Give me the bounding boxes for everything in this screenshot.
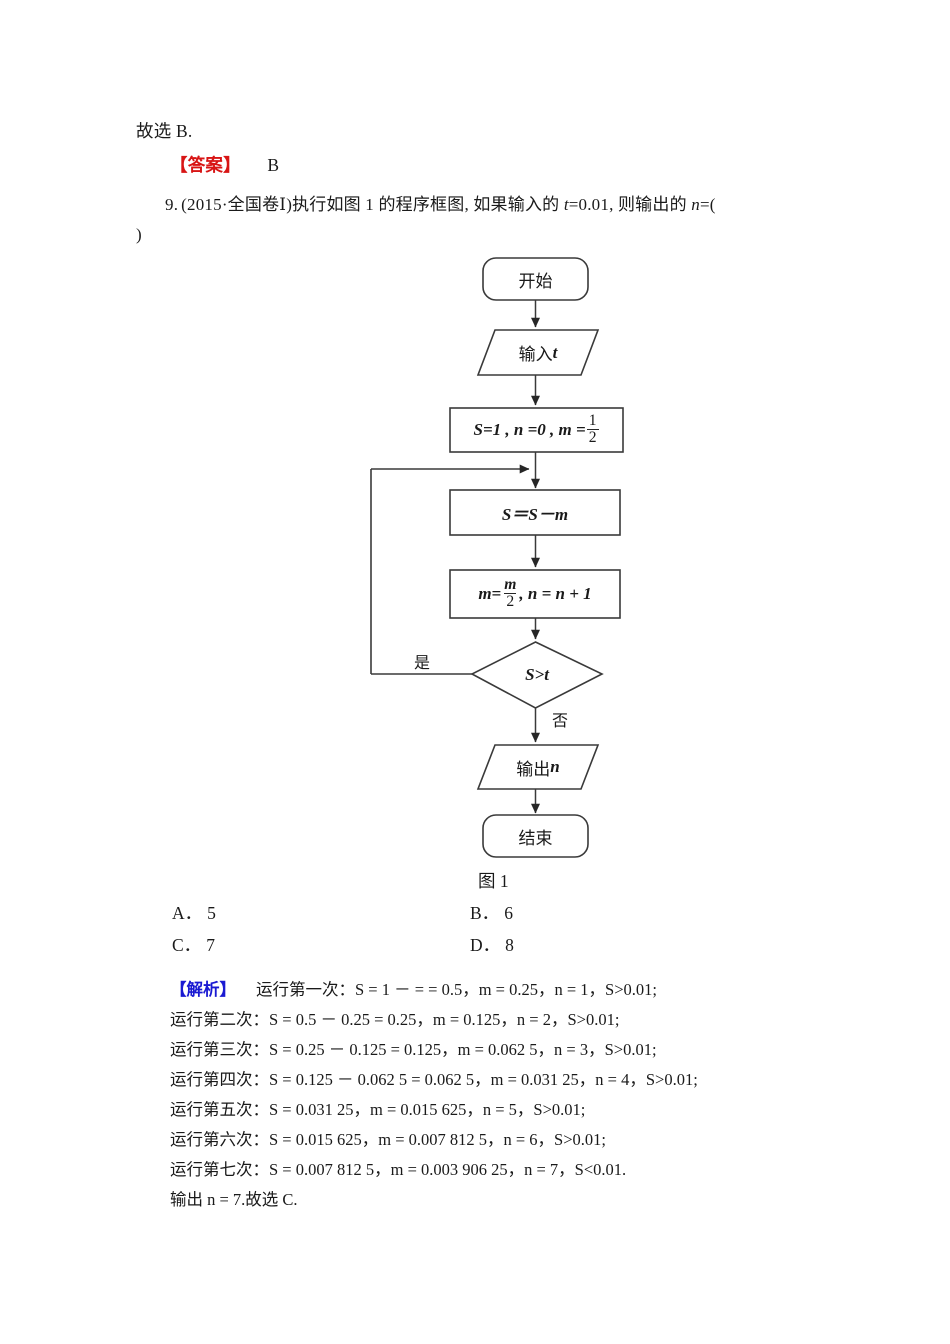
option-c-value: 7	[206, 935, 215, 955]
node-decision-shape	[470, 641, 604, 709]
question-text-3: =(	[699, 195, 716, 214]
branch-label-yes: 是	[414, 655, 431, 672]
option-d-value: 8	[505, 935, 514, 955]
question-number: 9.	[165, 195, 179, 214]
question-var-t: t	[563, 195, 569, 214]
node-input-shape	[476, 329, 600, 376]
question-line: 9.(2015·全国卷Ⅰ)执行如图 1 的程序框图, 如果输入的 t=0.01,…	[165, 192, 716, 218]
node-end-shape	[482, 814, 589, 858]
question-line-continuation: )	[136, 225, 142, 244]
node-process2-shape	[449, 569, 621, 619]
solution-line-6: 运行第七次：S = 0.007 812 5，m = 0.003 906 25，n…	[170, 1160, 627, 1179]
solution-line-5: 运行第六次：S = 0.015 625，m = 0.007 812 5，n = …	[170, 1130, 606, 1149]
question-text-2: =0.01, 则输出的	[568, 195, 692, 214]
node-init-shape	[449, 407, 624, 453]
solution-line-4: 运行第五次：S = 0.031 25，m = 0.015 625，n = 5，S…	[170, 1100, 586, 1119]
answer-tag: 【答案】	[170, 155, 241, 175]
option-b-value: 6	[504, 903, 513, 923]
answer-line: 【答案】 B	[170, 152, 279, 178]
option-a-value: 5	[207, 903, 216, 923]
node-output-shape	[476, 744, 600, 790]
node-start-shape	[482, 257, 589, 301]
solution-line-2: 运行第三次：S = 0.25 － 0.125 = 0.125，m = 0.062…	[170, 1040, 657, 1059]
solution-tag: 【解析】	[170, 980, 236, 999]
solution-line-0: 【解析】 运行第一次：S = 1 － = = 0.5，m = 0.25，n = 1…	[170, 976, 657, 1000]
solution-line-7: 输出 n = 7.故选 C.	[170, 1190, 298, 1209]
flowchart-svg	[370, 257, 624, 858]
solution-line-3: 运行第四次：S = 0.125 － 0.062 5 = 0.062 5，m = …	[170, 1070, 698, 1089]
option-a-key: A．	[172, 903, 203, 923]
option-b-key: B．	[470, 903, 500, 923]
previous-conclusion: 故选 B.	[136, 121, 193, 141]
solution-step-1: 运行第一次：S = 1 － = = 0.5，m = 0.25，n = 1，S>0…	[256, 980, 657, 999]
option-d-key: D．	[470, 935, 501, 955]
figure-caption: 图 1	[478, 871, 509, 891]
answer-value: B	[267, 155, 280, 175]
solution-line-1: 运行第二次：S = 0.5 － 0.25 = 0.25，m = 0.125，n …	[170, 1010, 620, 1029]
option-b[interactable]: B．6	[470, 900, 513, 925]
branch-label-no: 否	[552, 713, 569, 730]
option-d[interactable]: D．8	[470, 932, 514, 957]
node-process1-shape	[449, 489, 621, 536]
option-a[interactable]: A．5	[172, 900, 216, 925]
question-source: (2015·全国卷Ⅰ)	[181, 195, 293, 214]
question-text-1: 执行如图 1 的程序框图, 如果输入的	[292, 195, 564, 214]
option-c[interactable]: C．7	[172, 932, 215, 957]
option-c-key: C．	[172, 935, 202, 955]
question-var-n: n	[691, 195, 700, 214]
